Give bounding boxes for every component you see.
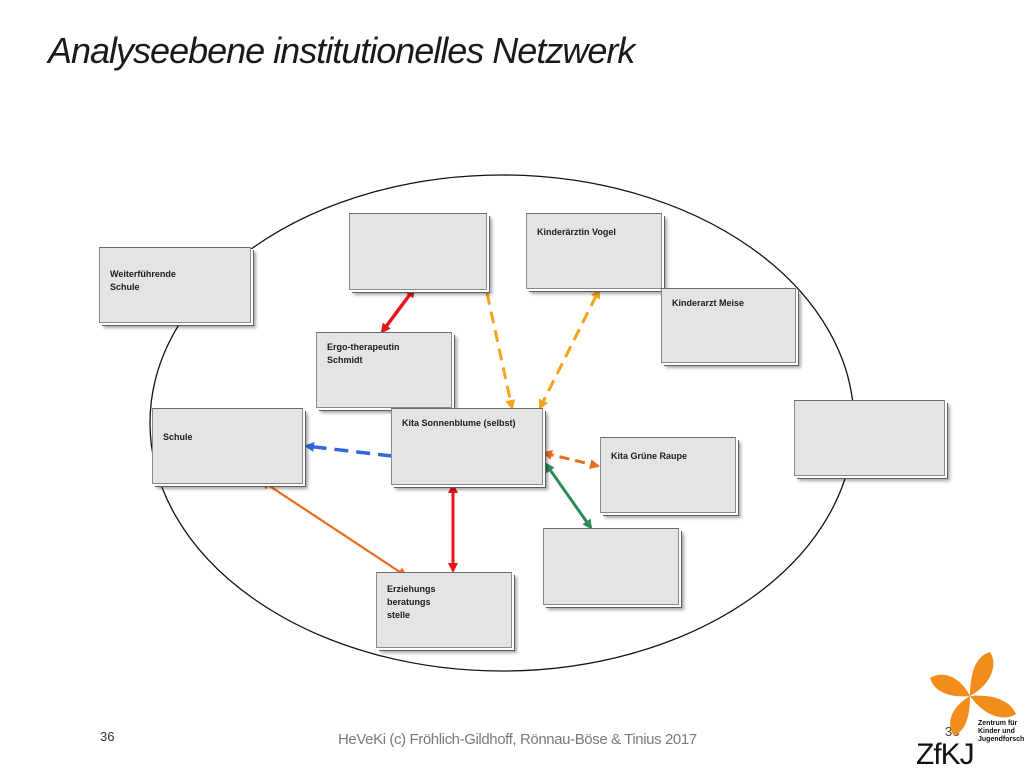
edge-emptytop-ergo (380, 287, 416, 334)
edge-kita-schule (304, 441, 393, 458)
node-empty-bottom-right (543, 528, 679, 605)
slide-title: Analyseebene institutionelles Netzwerk (48, 30, 635, 71)
node-kita-sonnenblume: Kita Sonnenblume (selbst) (391, 408, 543, 485)
node-kita-gruene-raupe: Kita Grüne Raupe (600, 437, 736, 513)
node-kita-gruene-raupe-label: Kita Grüne Raupe (611, 451, 688, 461)
edge-schule-beratung (260, 479, 408, 578)
edge-emptytop-kita (485, 292, 516, 410)
footer-credit: HeVeKi (c) Fröhlich-Gildhoff, Rönnau-Bös… (338, 731, 697, 748)
node-erziehungsberatungsstelle-label: Erziehungs beratungs stelle (387, 584, 436, 620)
node-kita-sonnenblume-label: Kita Sonnenblume (selbst) (402, 418, 516, 428)
node-weiterfuehrende-schule: Weiterführende Schule (99, 247, 251, 323)
zfkj-logo-mark (930, 652, 1016, 736)
node-schule: Schule (152, 408, 303, 484)
edge-kita-raupe (542, 450, 600, 469)
edge-kita-vogel (538, 288, 601, 410)
node-ergotherapeutin-label: Ergo-therapeutin Schmidt (327, 342, 400, 365)
page-number-left: 36 (100, 729, 115, 744)
node-empty-top (349, 213, 487, 290)
node-kinderarzt-meise: Kinderarzt Meise (661, 288, 796, 363)
node-kinderaerztin-vogel-label: Kinderärztin Vogel (537, 227, 616, 237)
node-empty-right (794, 400, 945, 476)
logo-abbreviation: ZfKJ (916, 738, 975, 771)
node-ergotherapeutin-schmidt: Ergo-therapeutin Schmidt (316, 332, 452, 408)
logo-tagline: Zentrum für Kinder und Jugendforschung (978, 720, 1024, 743)
node-kinderarzt-meise-label: Kinderarzt Meise (672, 298, 745, 308)
node-weiterfuehrende-schule-label: Weiterführende Schule (110, 269, 176, 292)
node-kinderaerztin-vogel: Kinderärztin Vogel (526, 213, 662, 289)
node-schule-label: Schule (163, 432, 193, 442)
node-erziehungsberatungsstelle: Erziehungs beratungs stelle (376, 572, 512, 648)
edge-kita-emptybottom (544, 462, 593, 530)
